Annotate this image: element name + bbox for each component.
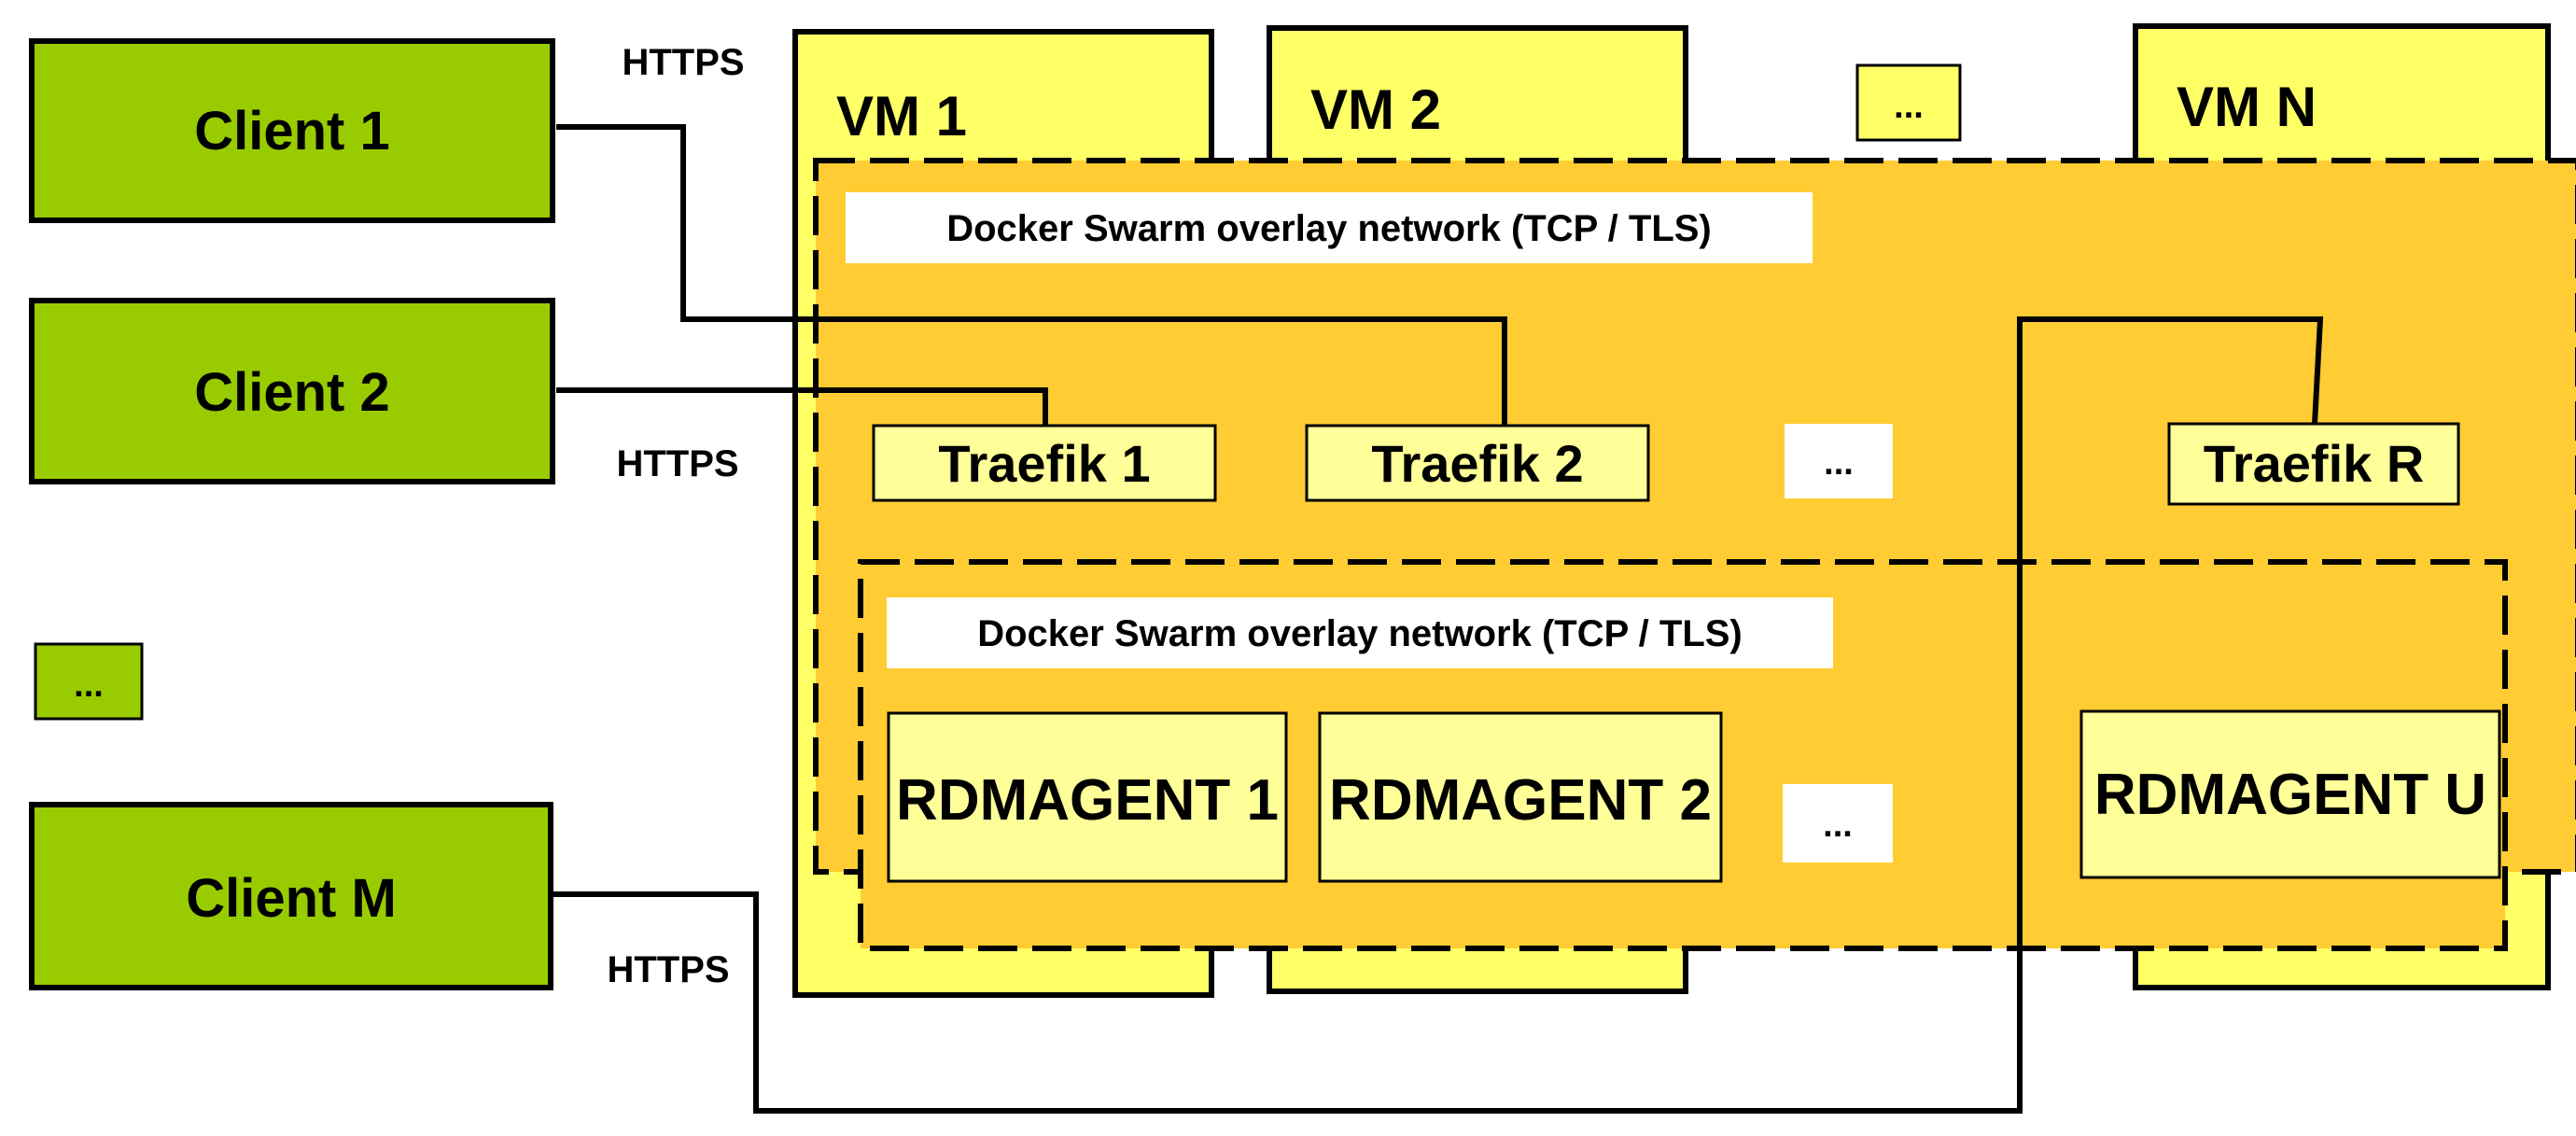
client-label-m: Client M (186, 868, 397, 929)
connection-client1-traefik2 (556, 124, 1507, 426)
rdmagent-label-ellipsis: ... (1823, 806, 1853, 845)
traefik-label-2: Traefik 2 (1371, 434, 1583, 493)
outer-network-label-bg (846, 192, 1813, 263)
rdmagent-nodes: RDMAGENT 1 RDMAGENT 2 ... RDMAGENT U (887, 709, 2501, 883)
rdmagent-label-1: RDMAGENT 1 (896, 768, 1279, 833)
client-label-ellipsis: ... (74, 666, 104, 705)
rdmagent-box-1 (887, 711, 1288, 883)
inner-network-label: Docker Swarm overlay network (TCP / TLS) (977, 613, 1743, 654)
https-labels: HTTPS HTTPS HTTPS (607, 42, 744, 990)
rdmagent-box-u (2079, 709, 2501, 879)
traefik-nodes: Traefik 1 Traefik 2 ... Traefik R (872, 422, 2460, 506)
client-box-m (29, 802, 553, 990)
client-label-1: Client 1 (194, 101, 390, 161)
rdmagent-label-2: RDMAGENT 2 (1329, 768, 1712, 833)
vm-label-2: VM 2 (1310, 78, 1441, 141)
inner-network-label-bg (887, 597, 1833, 668)
https-label-3: HTTPS (607, 949, 729, 990)
rdmagent-box-2 (1318, 711, 1723, 883)
https-label-2: HTTPS (616, 443, 738, 484)
clients: Client 1 Client 2 ... Client M (29, 38, 555, 990)
connection-client2-traefik1 (556, 387, 1048, 426)
rdmagent-label-u: RDMAGENT U (2094, 763, 2486, 827)
client-label-2: Client 2 (194, 362, 390, 423)
traefik-label-ellipsis: ... (1824, 443, 1854, 483)
client-box-1 (29, 38, 555, 223)
outer-network-label: Docker Swarm overlay network (TCP / TLS) (946, 208, 1712, 249)
vm-label-1: VM 1 (836, 85, 967, 147)
traefik-label-r: Traefik R (2204, 434, 2425, 493)
rdmagent-box-ellipsis (1783, 784, 1893, 863)
connection-lines (553, 124, 2324, 1114)
traefik-box-ellipsis (1785, 424, 1893, 498)
traefik-box-r (2167, 422, 2460, 506)
traefik-label-1: Traefik 1 (938, 434, 1150, 493)
client-box-ellipsis (34, 642, 144, 721)
vm-label-n: VM N (2177, 76, 2317, 138)
traefik-box-2 (1305, 424, 1650, 502)
client-box-2 (29, 298, 555, 484)
https-label-1: HTTPS (622, 42, 744, 83)
vm-box-ellipsis (1855, 63, 1962, 142)
vm-label-ellipsis: ... (1894, 87, 1924, 126)
traefik-box-1 (872, 424, 1217, 502)
connection-clientm-traefikr (553, 316, 2324, 1114)
